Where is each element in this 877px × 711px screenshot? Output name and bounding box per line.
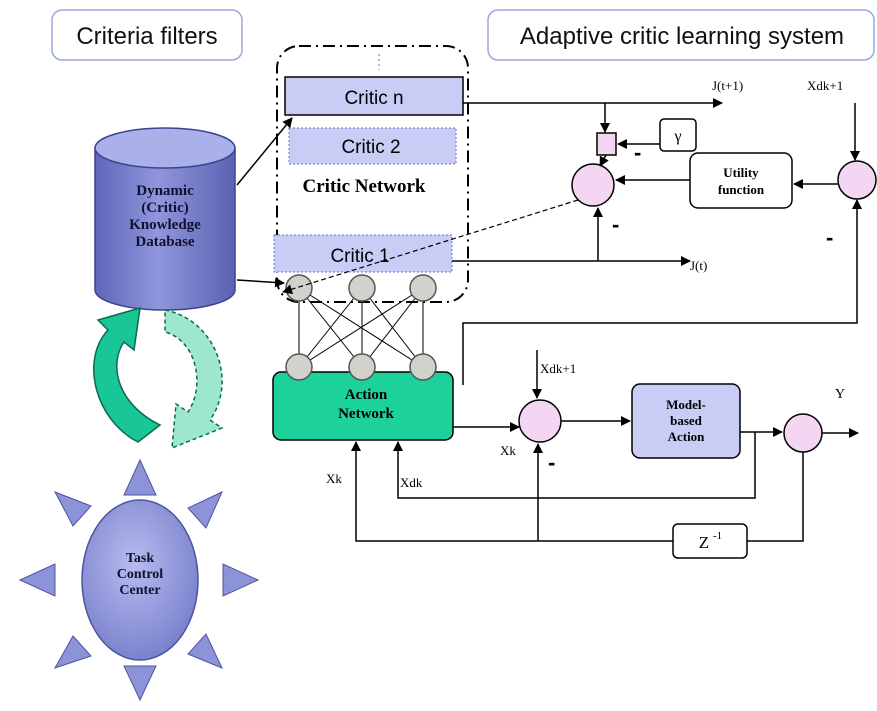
delay-box xyxy=(672,523,748,559)
critic-n-box xyxy=(284,76,464,116)
summing-junction-right xyxy=(837,160,877,200)
utility-function-box xyxy=(689,152,793,209)
criteria-filters-label: Criteria filters xyxy=(76,23,217,50)
critic-2-label: Critic 2 xyxy=(341,137,400,158)
summing-junction-mid xyxy=(518,399,562,443)
delay-exp-label: -1 xyxy=(713,530,722,542)
critic-1-box xyxy=(273,234,453,273)
summing-junction-output xyxy=(783,413,823,453)
svg-text:function: function xyxy=(718,182,765,197)
xdk-label: Xdk xyxy=(400,475,423,490)
svg-text:(Critic): (Critic) xyxy=(141,200,188,216)
delay-base-label: Z xyxy=(699,533,709,552)
svg-text:Action: Action xyxy=(668,429,706,444)
svg-text:Dynamic: Dynamic xyxy=(136,183,194,199)
xdk-feedback-line xyxy=(393,432,756,499)
critic-1-label: Critic 1 xyxy=(330,246,389,267)
svg-text:Model-: Model- xyxy=(666,397,706,412)
svg-text:Task: Task xyxy=(126,551,155,566)
svg-text:Action: Action xyxy=(345,387,388,403)
action-to-right-junction xyxy=(462,199,862,385)
svg-text:Database: Database xyxy=(135,234,195,250)
task-control-center: Task Control Center xyxy=(18,458,260,702)
adaptive-critic-header: Adaptive critic learning system xyxy=(487,9,875,61)
minus-sign-mid: - xyxy=(548,450,555,475)
svg-text:based: based xyxy=(670,413,703,428)
xk-feedback-line xyxy=(351,441,673,542)
critic-network-title: Critic Network xyxy=(303,176,426,197)
minus-sign-top: - xyxy=(612,212,619,237)
knowledge-database: Dynamic (Critic) Knowledge Database xyxy=(94,127,236,311)
critic-n-label: Critic n xyxy=(344,88,403,109)
db-to-critic-1-arrow xyxy=(236,277,285,288)
critic-network-group: Critic n Critic 2 Critic Network Critic … xyxy=(273,45,469,303)
j-next-label: J(t+1) xyxy=(712,78,743,93)
gamma-box xyxy=(659,118,697,152)
error-feedback-dashed xyxy=(282,199,579,295)
criteria-filters-header: Criteria filters xyxy=(51,9,243,61)
svg-text:Knowledge: Knowledge xyxy=(129,217,201,233)
svg-text:Network: Network xyxy=(338,406,394,422)
cycle-arrows-icon xyxy=(93,306,224,450)
model-based-action-box xyxy=(631,383,741,459)
svg-text:Control: Control xyxy=(117,567,164,582)
critic-2-box xyxy=(288,127,457,165)
adaptive-critic-label: Adaptive critic learning system xyxy=(520,23,844,50)
minus-sign-gamma: - xyxy=(634,140,641,165)
y-output-label: Y xyxy=(835,387,845,402)
xdk1-mid-label: Xdk+1 xyxy=(540,361,576,376)
xk-right-label: Xk xyxy=(500,443,516,458)
xk-left-label: Xk xyxy=(326,471,342,486)
action-network: Action Network xyxy=(272,371,454,441)
summing-junction-top xyxy=(571,163,615,207)
db-to-critic-n-arrow xyxy=(236,117,293,186)
multiplier-box xyxy=(596,132,617,156)
gamma-label: γ xyxy=(673,128,681,145)
j-now-label: J(t) xyxy=(690,258,707,273)
minus-sign-right: - xyxy=(826,225,833,250)
svg-text:Utility: Utility xyxy=(723,165,759,180)
neural-nodes xyxy=(285,274,437,381)
xdk1-top-label: Xdk+1 xyxy=(807,78,843,93)
svg-text:Center: Center xyxy=(119,583,160,598)
